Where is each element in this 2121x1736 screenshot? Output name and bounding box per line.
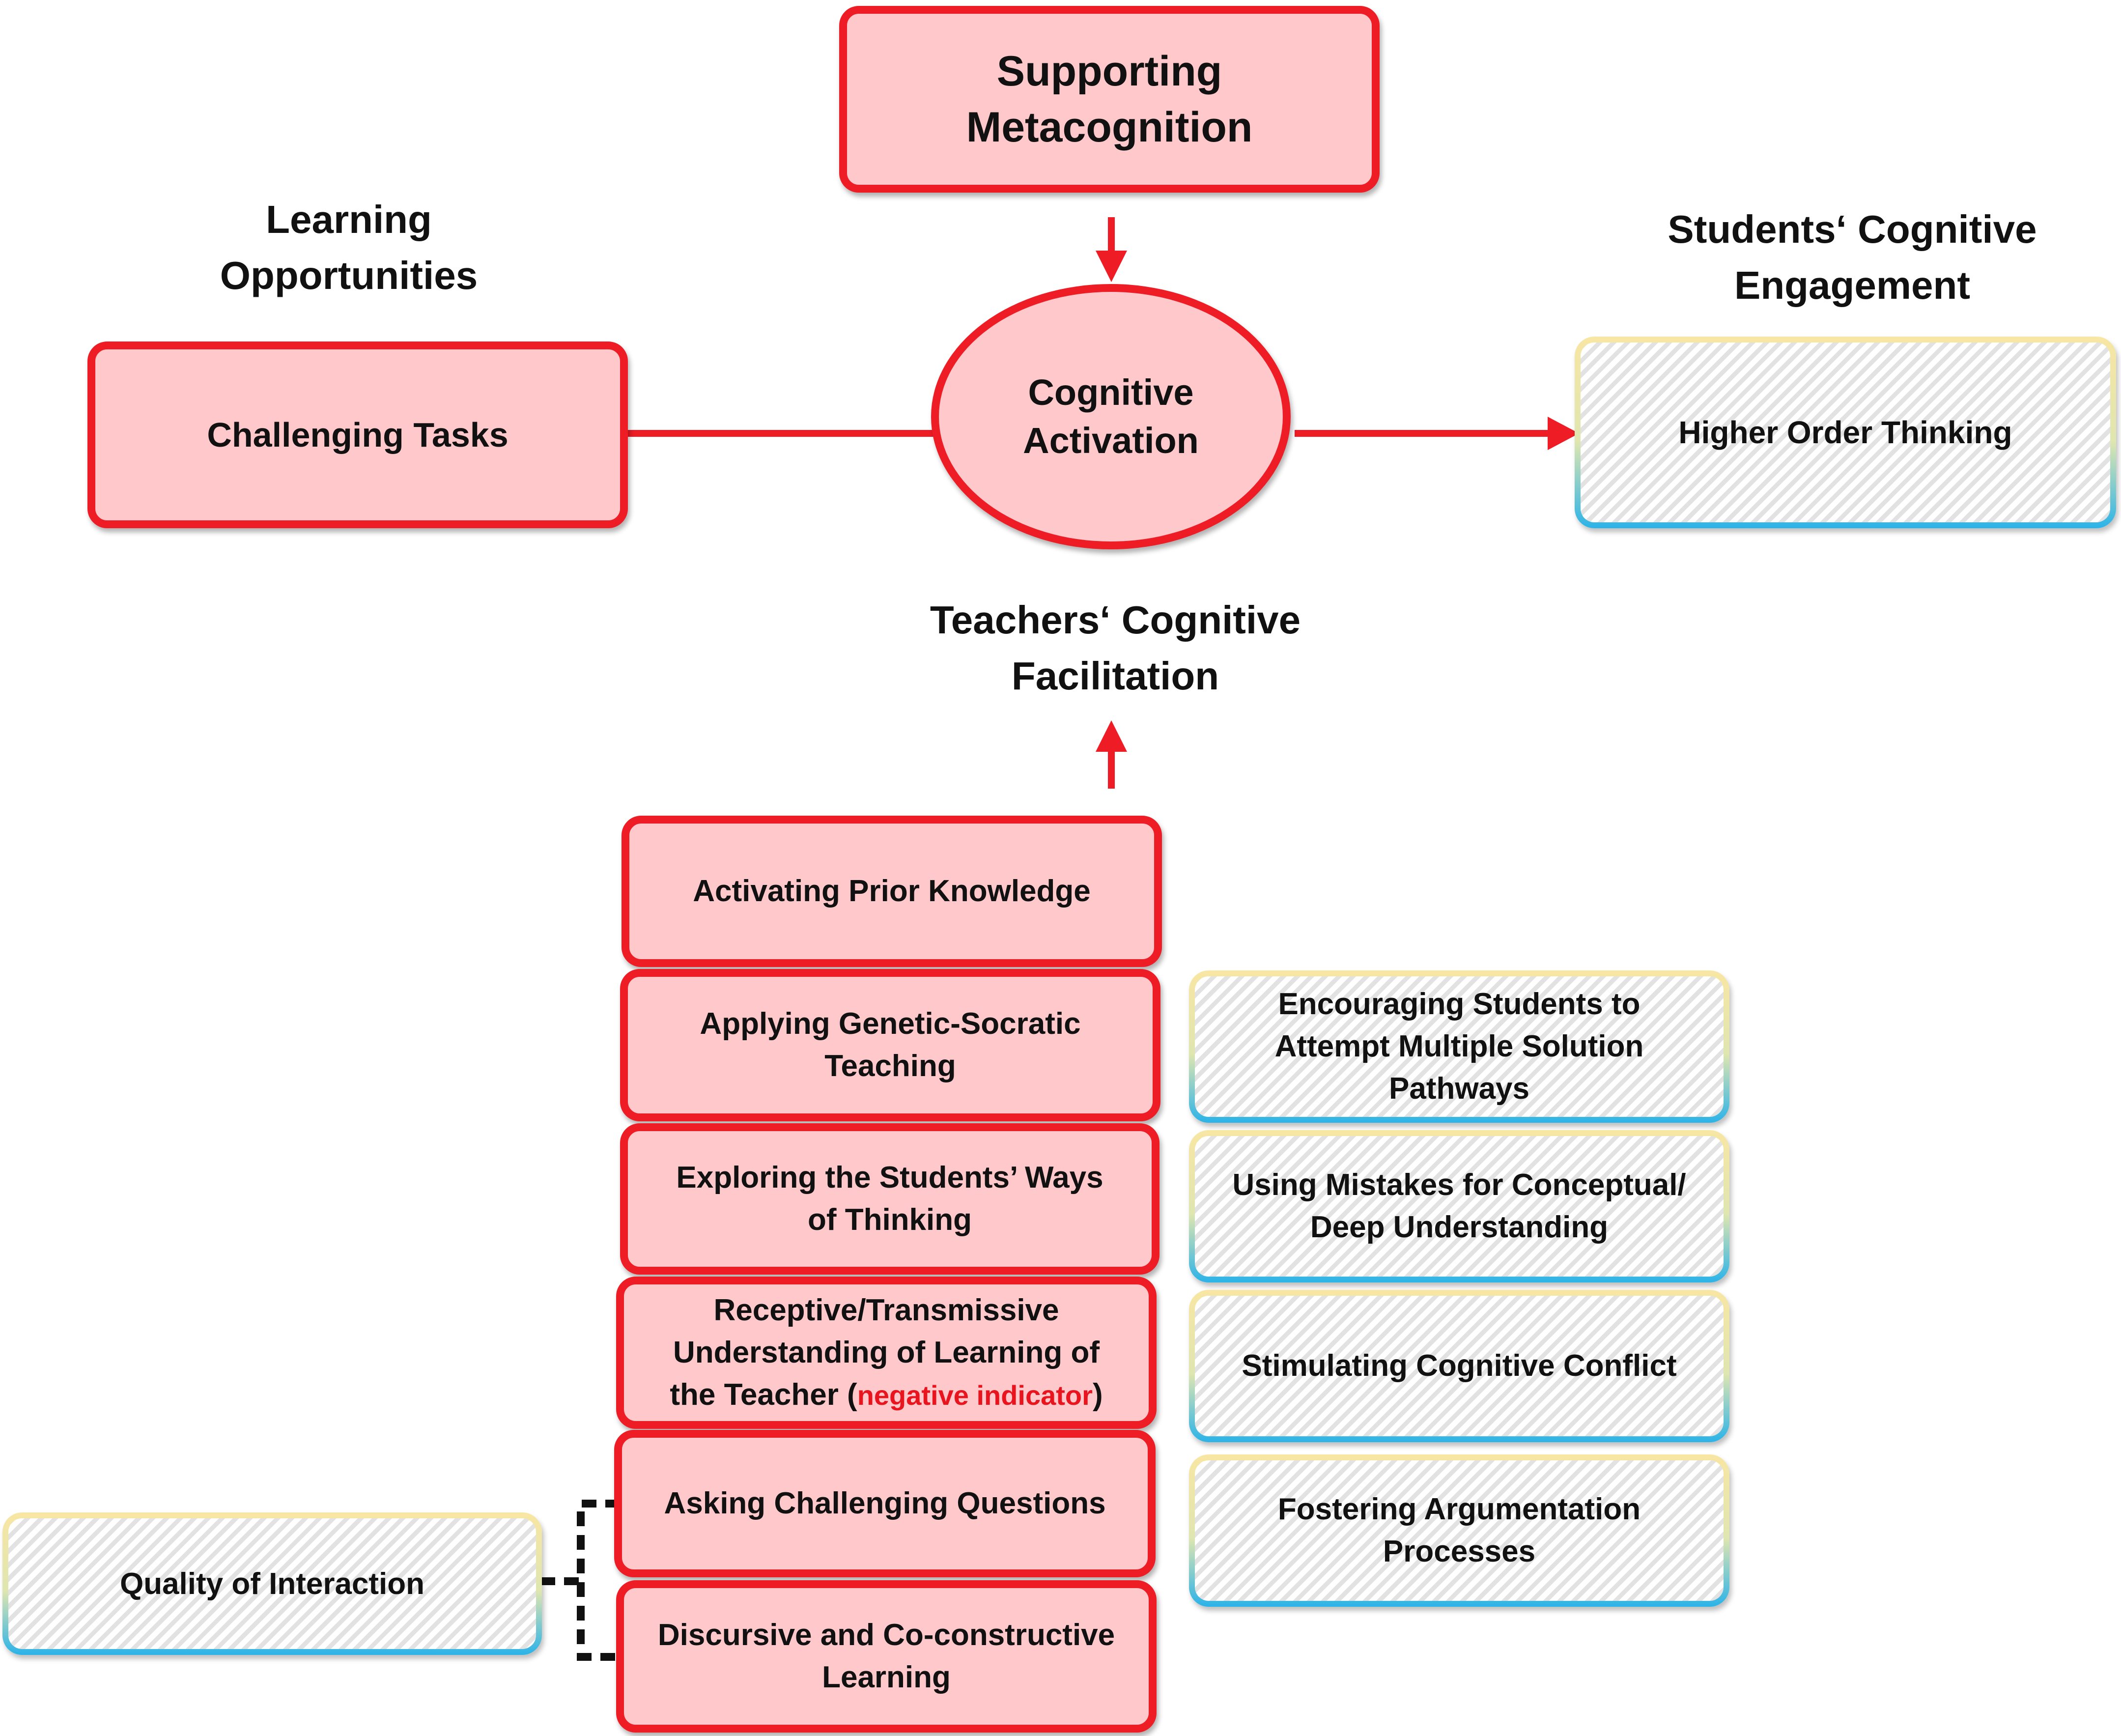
heading-students-cognitive-engagement: Students‘ Cognitive Engagement	[1668, 207, 2037, 307]
box-activating-prior-knowledge: Activating Prior Knowledge	[622, 816, 1162, 967]
box-fostering-argumentation: Fostering Argumentation Processes	[1189, 1454, 1729, 1607]
box-quality-of-interaction: Quality of Interaction	[2, 1512, 542, 1655]
heading-learning-opportunities: Learning Opportunities	[220, 198, 478, 297]
box-asking-challenging-questions: Asking Challenging Questions	[614, 1430, 1156, 1577]
box-stimulating-cognitive-conflict: Stimulating Cognitive Conflict	[1189, 1290, 1729, 1442]
box-challenging-tasks: Challenging Tasks	[87, 342, 628, 528]
receptive-transmissive-label: Receptive/Transmissive Understanding of …	[670, 1293, 1103, 1412]
box-discursive-co-constructive-learning: Discursive and Co-constructive Learning	[616, 1580, 1157, 1733]
negative-indicator-label: negative indicator	[857, 1379, 1093, 1411]
box-supporting-metacognition: Supporting Metacognition	[839, 6, 1380, 193]
box-using-mistakes: Using Mistakes for Conceptual/ Deep Unde…	[1189, 1130, 1729, 1282]
ellipse-cognitive-activation: Cognitive Activation	[931, 284, 1291, 549]
arrow-facilitation-head	[1096, 720, 1127, 752]
heading-teachers-cognitive-facilitation: Teachers‘ Cognitive Facilitation	[930, 598, 1301, 698]
box-higher-order-thinking: Higher Order Thinking	[1575, 337, 2116, 528]
box-genetic-socratic-teaching: Applying Genetic-Socratic Teaching	[620, 969, 1160, 1121]
box-exploring-students-thinking: Exploring the Students’ Ways of Thinking	[620, 1123, 1159, 1275]
box-receptive-transmissive-understanding: Receptive/Transmissive Understanding of …	[616, 1277, 1157, 1429]
box-multiple-solution-pathways: Encouraging Students to Attempt Multiple…	[1189, 970, 1729, 1123]
dashed-bracket-quality-of-interaction	[577, 1500, 620, 1661]
arrow-metacognition-head	[1096, 251, 1127, 282]
arrow-activation-to-engagement-head	[1548, 417, 1579, 450]
